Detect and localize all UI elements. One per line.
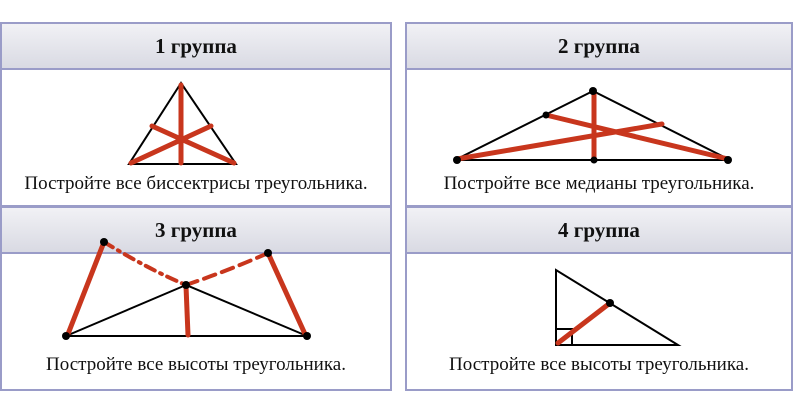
foot-dot (264, 249, 272, 257)
bisector-b (128, 123, 214, 166)
vertex-dot (589, 87, 597, 95)
altitude-right-angle (555, 300, 613, 346)
group-3-panel: 3 группа (0, 206, 392, 391)
vertex-dot (182, 281, 190, 289)
right-angle-mark (556, 328, 573, 345)
altitude-extension-c (184, 251, 270, 287)
group-3-caption: Постройте все высоты треугольника. (46, 354, 346, 375)
midpoint-dot (590, 156, 598, 164)
group-4-caption: Постройте все высоты треугольника. (449, 354, 749, 375)
vertex-dot (303, 332, 311, 340)
group-2-caption: Постройте все медианы треугольника. (443, 173, 755, 194)
group-1-caption: Постройте все биссектрисы треугольника. (24, 173, 368, 194)
group-1-panel: 1 группа (0, 22, 392, 207)
vertex-dot (62, 332, 70, 340)
vertex-dot (453, 156, 461, 164)
group-3-title: 3 группа (2, 208, 390, 254)
vertex-dot (724, 156, 732, 164)
group-1-title: 1 группа (2, 24, 390, 70)
triangle-4 (555, 268, 682, 346)
foot-dot (100, 238, 108, 246)
bisector-c (149, 123, 237, 166)
group-2-title: 2 группа (407, 24, 791, 70)
altitude-b (65, 239, 107, 337)
group-2-panel: 2 группа (405, 22, 793, 207)
altitude-c (265, 250, 308, 337)
midpoint-dot (542, 111, 550, 119)
altitude-extension-b (102, 240, 188, 287)
median-c (543, 112, 731, 162)
altitude-a (183, 283, 191, 338)
median-b (454, 121, 665, 162)
group-4-title: 4 группа (407, 208, 791, 254)
group-4-panel: 4 группа (405, 206, 793, 391)
foot-dot (606, 299, 614, 307)
